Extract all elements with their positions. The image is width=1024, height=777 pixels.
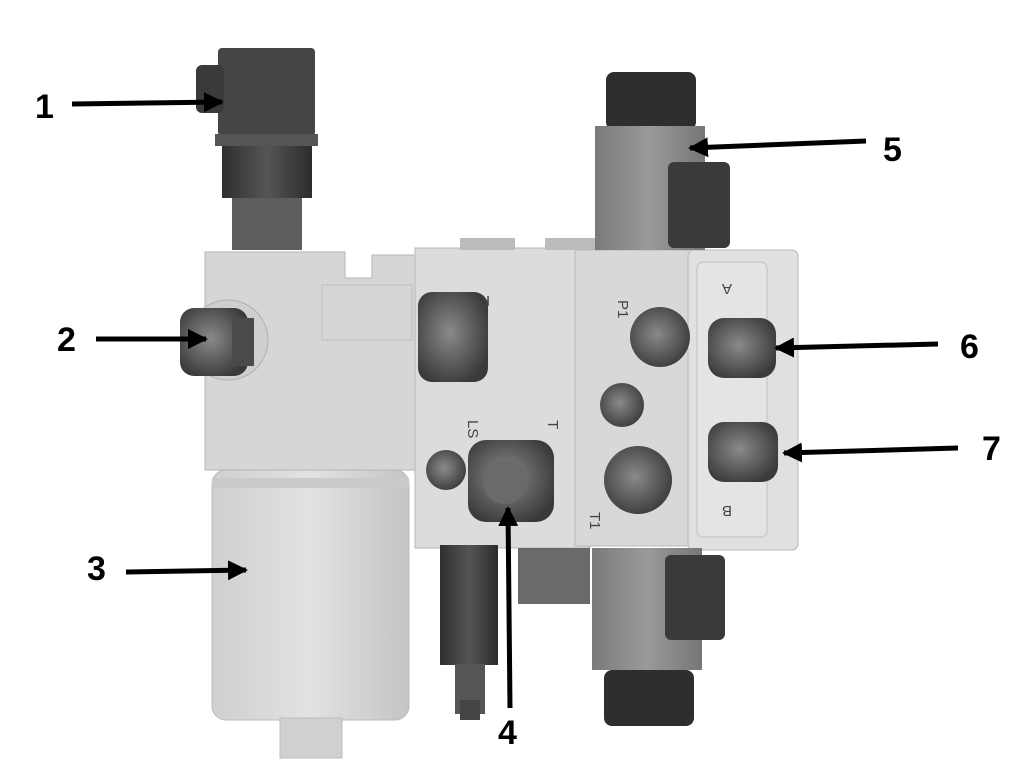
engraving-ls: LS <box>464 420 481 438</box>
part-7-fitting <box>708 422 778 482</box>
part-3-filter-bowl <box>211 469 410 759</box>
arrow-7 <box>782 442 959 463</box>
port-engravings: P P1 T LS T1 A B <box>464 280 732 530</box>
engraving-t: T <box>544 420 561 429</box>
part-5-solenoid <box>595 72 730 250</box>
part-4-ls-fitting <box>468 440 554 522</box>
callout-7: 7 <box>982 430 1001 468</box>
callout-6: 6 <box>960 328 979 366</box>
lower-sensor <box>440 545 590 720</box>
part-2-fitting <box>180 299 269 381</box>
engraving-p: P <box>480 292 490 309</box>
arrow-3 <box>125 560 248 581</box>
engraving-p1: P1 <box>614 300 631 318</box>
callout-2: 2 <box>57 321 76 359</box>
callout-4: 4 <box>498 714 517 752</box>
block-ports <box>426 307 690 514</box>
arrow-6 <box>774 337 939 358</box>
callout-5: 5 <box>883 131 902 169</box>
part-6-fitting <box>708 318 776 378</box>
leader-arrows <box>71 92 959 709</box>
filter-head <box>204 251 421 471</box>
callout-3: 3 <box>87 550 106 588</box>
part-1-connector <box>196 48 318 250</box>
engraving-b: B <box>722 502 732 519</box>
arrow-5 <box>688 137 867 158</box>
arrow-4 <box>498 506 519 709</box>
engraving-a: A <box>722 280 732 297</box>
p-port-fitting <box>418 292 488 382</box>
lower-solenoid <box>592 548 725 726</box>
callout-1: 1 <box>35 88 54 126</box>
arrow-1 <box>71 92 224 113</box>
engraving-t1: T1 <box>586 512 603 530</box>
